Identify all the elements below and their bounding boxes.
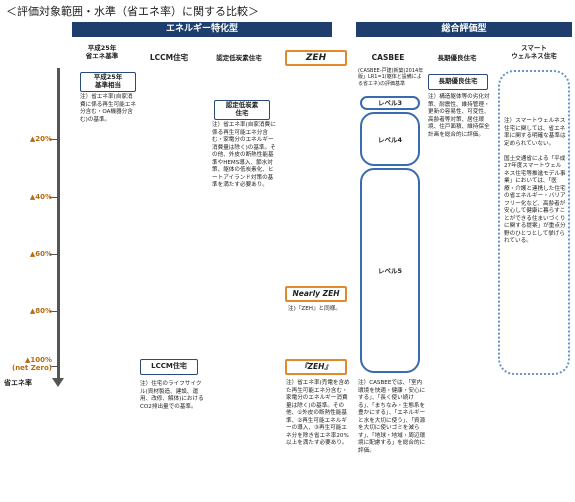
col-casbee: CASBEE — [371, 53, 405, 62]
nearly-zeh-box: Nearly ZEH — [285, 286, 347, 302]
lccm-note: 注）住宅のライフサイクル(資材製造、建設、運用、改修、解体)におけるCO2排出量… — [140, 381, 204, 410]
ninshou-box: 認定低炭素 住宅 — [214, 100, 270, 120]
col-h25: 平成25年 省エネ基準 — [85, 44, 119, 60]
axis-arrow — [52, 378, 64, 387]
axis-label-80: ▲80% — [29, 307, 52, 315]
page-title: ＜評価対象範囲・水準（省エネ率）に関する比較＞ — [6, 5, 259, 18]
zeh-box: 『ZEH』 — [285, 359, 347, 375]
nearly-zeh-note: 注)『ZEH』と同様。 — [288, 306, 341, 312]
col-lccm: LCCM住宅 — [149, 53, 189, 62]
ninshou-note: 注）省エネ率(自家消費に係る再生可能エネ分含む・家電分のエネルギー消費量は除く)… — [212, 122, 276, 188]
smart-note: 注）スマートウェルネス住宅に関しては、省エネ率に関する明確な基準は定められていな… — [504, 118, 566, 244]
zeh-note: 注）省エネ率(売電を含めた再生可能エネ分含む・家電分のエネルギー消費量は除く)の… — [286, 380, 350, 446]
axis-label-100: ▲100% (net Zero) — [12, 356, 52, 372]
col-chouki: 長期優良住宅 — [437, 54, 477, 62]
axis-tick — [50, 197, 57, 198]
axis-tick — [50, 139, 57, 140]
col-smart: スマート ウェルネス住宅 — [511, 44, 557, 60]
axis-label-20: ▲20% — [29, 135, 52, 143]
h25-box: 平成25年 基準相当 — [80, 72, 136, 92]
casbee-level4: レベル4 — [360, 112, 420, 166]
axis-bottom-label: 省エネ率 — [4, 379, 32, 387]
chouki-note: 注）構造躯体等の劣化対策、耐震性、維持管理・更新の容易性、可変性、高齢者等対策、… — [428, 94, 490, 138]
casbee-head: (CASBEE-戸建(新築)2014年版」LR1=1(躯体と設備による省エネ)の… — [358, 68, 424, 87]
axis-label-40: ▲40% — [29, 193, 52, 201]
band-comprehensive: 総合評価型 — [356, 22, 572, 37]
chouki-box: 長期優良住宅 — [428, 74, 488, 90]
col-ninshou: 認定低炭素住宅 — [216, 54, 262, 62]
axis-tick — [50, 311, 57, 312]
h25-note: 注）省エネ率(自家消費に係る再生可能エネ分含む・OA機器分含む)の基準。 — [80, 94, 136, 123]
casbee-level5: レベル5 — [360, 168, 420, 373]
lccm-box: LCCM住宅 — [140, 359, 198, 375]
casbee-level3: レベル3 — [360, 96, 420, 110]
smart-area — [498, 70, 570, 375]
axis-tick — [50, 366, 57, 367]
band-energy: エネルギー特化型 — [72, 22, 332, 37]
axis-label-60: ▲60% — [29, 250, 52, 258]
casbee-note: 注）CASBEEでは、「室内環境を快適・健康・安心にする」、「長く使い続ける」、… — [358, 380, 426, 454]
axis-line — [57, 68, 60, 380]
axis-tick — [50, 254, 57, 255]
col-zeh: ZEH — [285, 50, 347, 66]
